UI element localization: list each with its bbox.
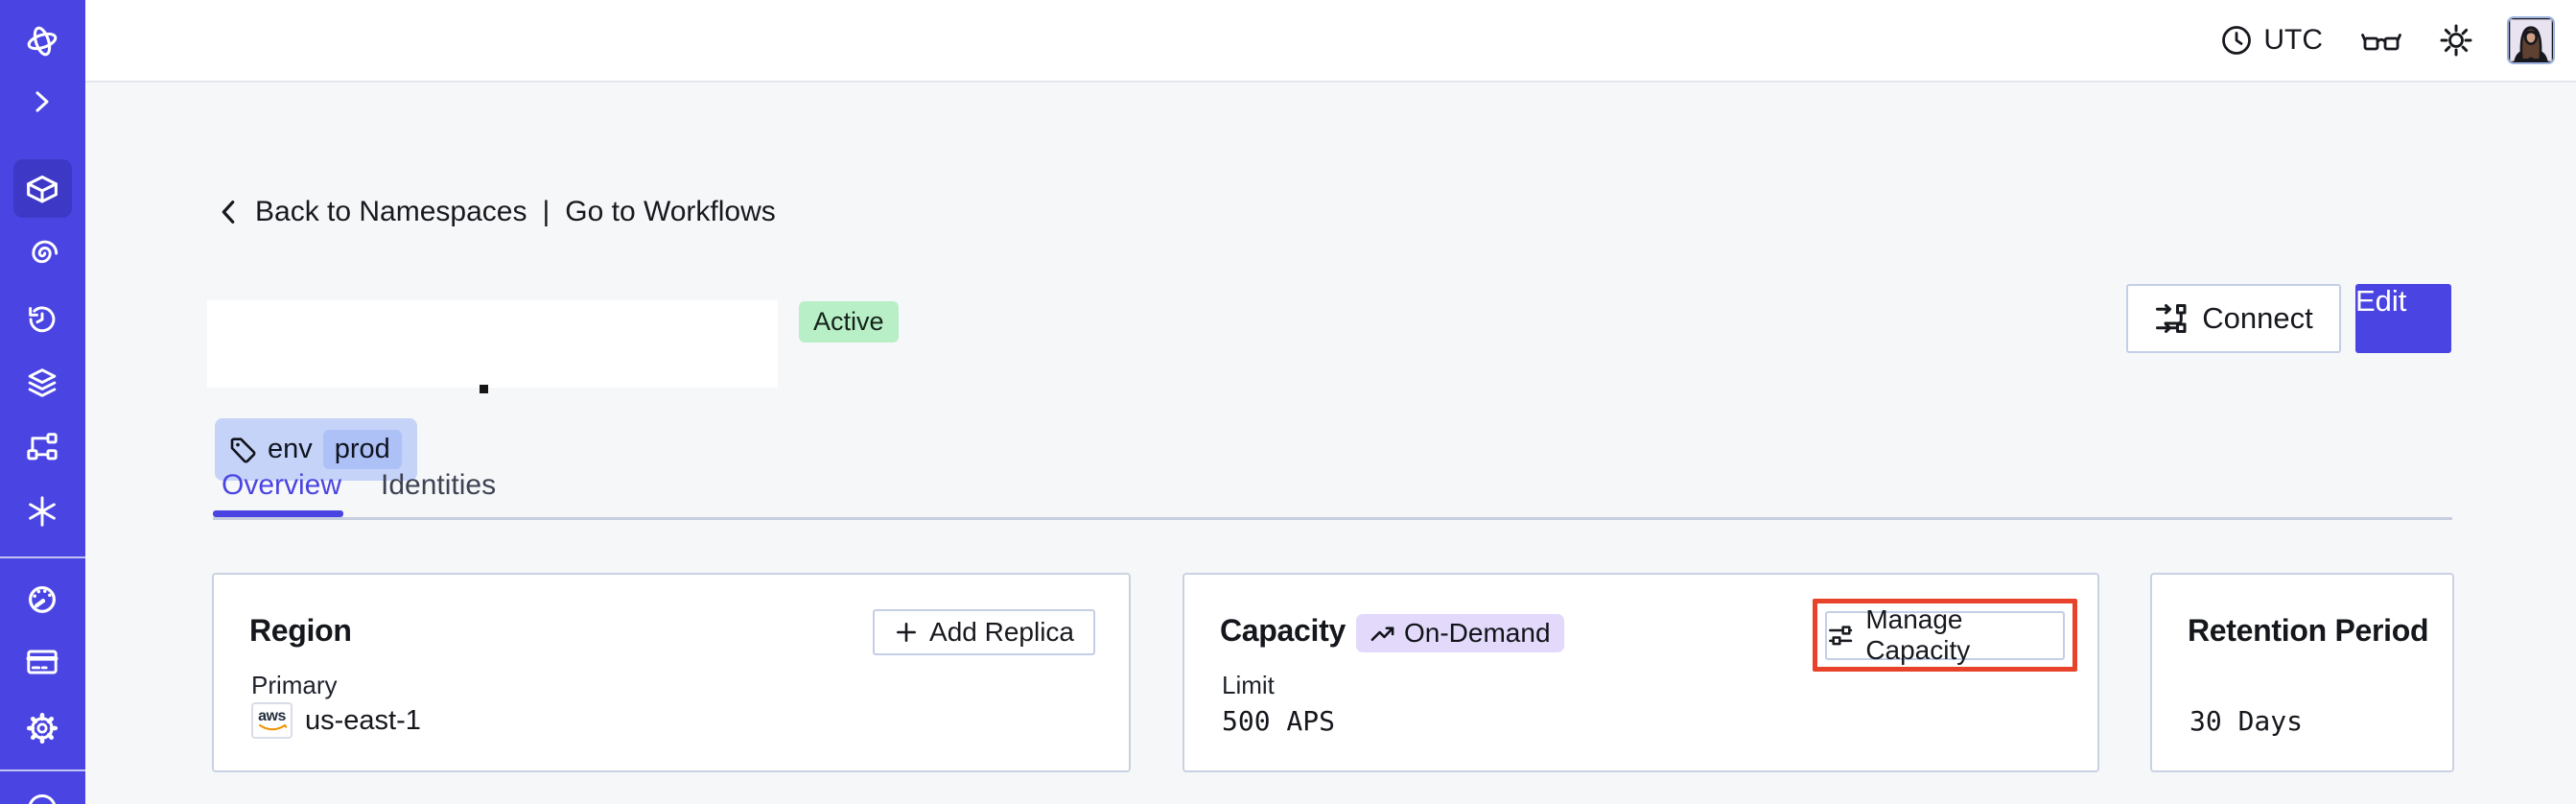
capacity-value: 500 APS — [1222, 705, 1336, 737]
sun-icon — [2440, 24, 2472, 57]
namespace-tag: env prod — [215, 418, 417, 481]
title-text-remnant — [480, 385, 488, 393]
sidebar-divider — [0, 769, 85, 771]
temporal-logo-icon — [27, 26, 58, 57]
tab-identities[interactable]: Identities — [381, 469, 497, 501]
schedule-clock-icon — [29, 306, 56, 333]
aws-smile-icon — [258, 724, 287, 731]
timezone-label: UTC — [2263, 24, 2323, 56]
profile-circle-icon — [28, 793, 57, 804]
deployments-branch-icon — [27, 433, 58, 461]
retention-value: 30 Days — [2190, 705, 2304, 737]
plus-icon — [897, 623, 916, 642]
tag-icon — [230, 437, 256, 463]
tag-key: env — [268, 434, 313, 464]
manage-capacity-highlight-annotation: Manage Capacity — [1813, 599, 2077, 672]
top-bar: UTC — [85, 0, 2576, 83]
manage-capacity-button[interactable]: Manage Capacity — [1825, 604, 2065, 665]
capacity-card-title: Capacity — [1220, 613, 1346, 648]
active-tab-underline — [213, 510, 343, 517]
capacity-limit-label: Limit — [1222, 671, 1275, 699]
sidebar-item-usage[interactable] — [20, 577, 64, 621]
namespaces-cube-icon — [27, 176, 58, 203]
breadcrumb-separator: | — [542, 196, 550, 227]
glasses-icon — [2361, 34, 2401, 51]
sidebar — [0, 0, 85, 804]
region-value: us-east-1 — [305, 704, 421, 736]
sidebar-expand[interactable] — [20, 80, 64, 124]
connect-button[interactable]: Connect — [2126, 284, 2341, 353]
settings-gear-icon — [26, 712, 59, 745]
back-to-namespaces-link[interactable]: Back to Namespaces — [255, 196, 527, 227]
layers-icon — [28, 368, 57, 397]
sidebar-item-nexus[interactable] — [20, 489, 64, 533]
region-primary-label: Primary — [251, 671, 338, 699]
on-demand-badge: On-Demand — [1356, 614, 1564, 652]
go-to-workflows-link[interactable]: Go to Workflows — [565, 196, 776, 227]
manage-capacity-label: Manage Capacity — [1865, 604, 1971, 665]
edit-button[interactable]: Edit — [2355, 284, 2451, 353]
clock-icon — [2222, 26, 2252, 55]
sidebar-item-layers[interactable] — [20, 361, 64, 405]
sidebar-item-profile[interactable] — [20, 785, 64, 804]
chevron-right-icon — [35, 91, 49, 112]
sidebar-item-namespaces[interactable] — [20, 167, 64, 211]
sidebar-divider — [0, 556, 85, 558]
spiral-icon — [32, 240, 59, 264]
sidebar-item-deployments[interactable] — [20, 425, 64, 469]
sidebar-item-spiral[interactable] — [20, 231, 64, 275]
status-badge: Active — [799, 301, 899, 343]
aws-label: aws — [258, 708, 286, 724]
timezone-selector[interactable]: UTC — [2219, 23, 2323, 58]
region-card-title: Region — [249, 613, 352, 648]
connect-button-label: Connect — [2202, 301, 2313, 335]
add-replica-label: Add Replica — [929, 617, 1074, 647]
capacity-card: Capacity On-Demand Manage Capacity — [1183, 573, 2099, 772]
usage-gauge-icon — [29, 585, 56, 613]
avatar-photo — [2509, 18, 2553, 62]
sliders-icon — [1829, 626, 1853, 646]
namespace-title-redacted — [207, 300, 778, 388]
theme-toggle[interactable] — [2438, 22, 2474, 59]
sidebar-logo[interactable] — [20, 19, 64, 63]
chevron-left-icon — [222, 201, 235, 224]
sidebar-item-schedules[interactable] — [20, 296, 64, 341]
aws-provider-icon: aws — [251, 702, 293, 739]
nexus-asterisk-icon — [29, 496, 56, 527]
on-demand-label: On-Demand — [1404, 618, 1551, 648]
add-replica-button[interactable]: Add Replica — [873, 609, 1095, 655]
labs-toggle[interactable] — [2361, 23, 2401, 58]
retention-card-title: Retention Period — [2188, 613, 2429, 648]
retention-card: Retention Period 30 Days — [2150, 573, 2454, 772]
tab-overview[interactable]: Overview — [222, 469, 342, 501]
user-avatar[interactable] — [2507, 16, 2555, 64]
sidebar-active-highlight — [13, 159, 72, 218]
tag-value: prod — [322, 430, 402, 469]
sidebar-item-settings[interactable] — [20, 706, 64, 750]
breadcrumb: Back to Namespaces | Go to Workflows — [217, 196, 776, 228]
region-value-row: aws us-east-1 — [251, 700, 421, 741]
tab-row-divider — [213, 517, 2452, 520]
sidebar-item-billing[interactable] — [20, 640, 64, 684]
connect-flow-icon — [2156, 304, 2187, 333]
edit-button-label: Edit — [2355, 284, 2407, 318]
region-card: Region Add Replica Primary aws us-east-1 — [212, 573, 1131, 772]
billing-card-icon — [26, 650, 59, 674]
trending-up-icon — [1370, 626, 1394, 641]
